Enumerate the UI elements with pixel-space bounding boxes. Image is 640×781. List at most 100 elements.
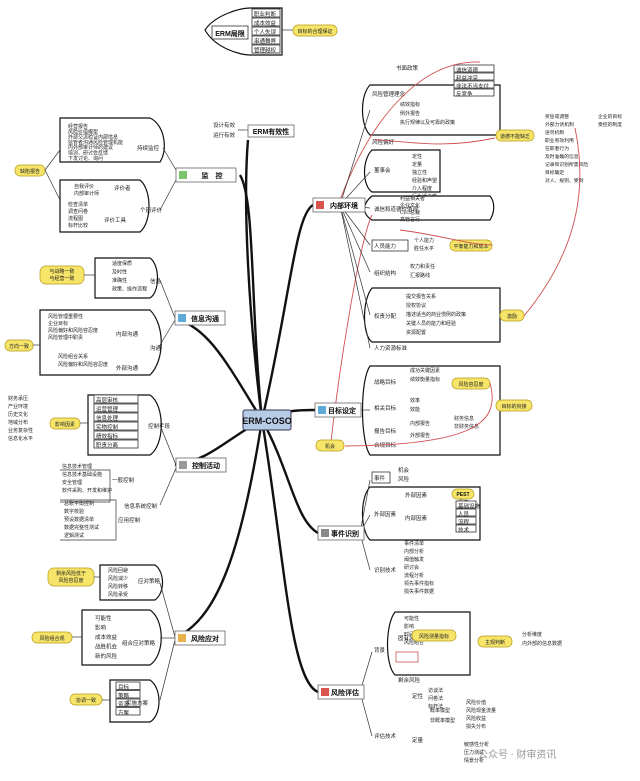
portfolio-strategy-label: 组合应对策略 bbox=[122, 639, 156, 647]
list-item: 提交报告关系 bbox=[406, 293, 436, 300]
list-item: 对人、规则、受制 bbox=[545, 177, 584, 184]
plan-note-bubble bbox=[69, 693, 103, 706]
limitsItems-box bbox=[251, 26, 281, 36]
portfolio-note-bubble bbox=[31, 631, 73, 644]
info-label: 信息 bbox=[150, 277, 162, 285]
info-alignment-note: 与战略一致与经营一致 bbox=[49, 268, 74, 282]
internal-comm-label: 内部沟通 bbox=[116, 330, 139, 338]
data-note: 内外部的信息数据 bbox=[522, 640, 562, 647]
list-item: 业务复杂性 bbox=[8, 427, 33, 434]
list-item: 职业有效利用 bbox=[545, 137, 574, 144]
alignment-note: 目标的衔接 bbox=[501, 403, 526, 410]
list-item: 风险组合关系 bbox=[58, 353, 88, 360]
list-item: 成本效益 bbox=[254, 19, 277, 27]
list-item: 影响 bbox=[95, 624, 107, 632]
list-item: 职业判断 bbox=[254, 10, 277, 18]
list-item: 压力测试 bbox=[464, 749, 484, 756]
direction-note-bubble bbox=[4, 339, 34, 352]
general-control-label: 一般控制 bbox=[112, 476, 135, 484]
effect-item-run: 运行有效 bbox=[213, 131, 236, 139]
list-item: 新的风险 bbox=[95, 652, 118, 660]
list-item: 外部交流验证内部信息 bbox=[68, 134, 118, 141]
incentive-note: 激励 bbox=[507, 313, 517, 320]
list-item: 历史文化 bbox=[8, 411, 28, 418]
list-item: 介入程度 bbox=[412, 185, 432, 192]
plan-note: 协调一致 bbox=[76, 697, 96, 704]
list-item: 策略 bbox=[118, 692, 130, 700]
risk-assessment-title[interactable]: 风险评估 bbox=[331, 688, 359, 697]
direction-note: 方向一致 bbox=[9, 343, 29, 350]
event-item-opportunity: 机会 bbox=[398, 466, 410, 474]
list-item: 绩效衡量指标 bbox=[410, 376, 440, 383]
analysis-dimension-note: 分析维度 bbox=[522, 631, 542, 638]
rspPlan-box bbox=[115, 707, 141, 716]
list-item: 效能 bbox=[410, 406, 420, 413]
watermark-text: 公众号 · 财审资讯 bbox=[478, 748, 556, 761]
list-item: 战胜机会 bbox=[95, 643, 118, 651]
list-item: 流程分析 bbox=[404, 572, 424, 579]
list-item: 反竞争 bbox=[456, 90, 473, 98]
authority-label: 权责分配 bbox=[374, 312, 397, 320]
objective-icon bbox=[318, 406, 326, 414]
list-item: 情景分析 bbox=[464, 757, 484, 764]
list-item: 可能性 bbox=[404, 615, 419, 622]
envBeh-box bbox=[453, 88, 495, 97]
external-factors-side: 外部因素 bbox=[374, 510, 397, 518]
list-item: 总账平衡控制 bbox=[64, 500, 94, 507]
list-item: 利益冲突 bbox=[456, 74, 479, 82]
related-objective-label: 相关目标 bbox=[374, 404, 397, 412]
list-item: 可能性 bbox=[95, 614, 112, 622]
risk-response-title[interactable]: 风险应对 bbox=[191, 634, 219, 643]
list-item: 风险现金流量 bbox=[466, 707, 496, 714]
internal-env-title[interactable]: 内部环境 bbox=[330, 201, 358, 210]
org-structure-label: 组织结构 bbox=[374, 269, 397, 277]
erm-effectiveness-title[interactable]: ERM有效性 bbox=[253, 127, 290, 136]
factor-note: 影响因素 bbox=[55, 421, 75, 428]
list-item: 阈值触发 bbox=[404, 556, 424, 563]
list-item: 信息技术基础设施 bbox=[62, 471, 102, 478]
event-identification-title[interactable]: 事件识别 bbox=[331, 529, 359, 538]
list-item: 技术 bbox=[458, 526, 470, 534]
list-item: 影响 bbox=[404, 623, 414, 630]
ctlTypes-box bbox=[93, 403, 139, 413]
implementation-plan-label: 实施方案 bbox=[126, 699, 149, 707]
control-activities-title[interactable]: 控制活动 bbox=[192, 461, 220, 470]
tolerance-note: 风险容忍度 bbox=[458, 381, 483, 388]
list-item: 敏感性分析 bbox=[464, 741, 489, 748]
list-item: 企业文化 bbox=[400, 202, 420, 209]
objective-setting-title[interactable]: 目标设定 bbox=[328, 406, 356, 415]
list-item: 运营管理 bbox=[96, 405, 119, 413]
list-item: 资源配置 bbox=[406, 329, 426, 336]
assessment-branch: 固有风险 剩余风险 背景 可能性影响时间跨度风险组合 风险测量指标 主观判断 分… bbox=[317, 611, 562, 764]
erm-limits-title[interactable]: ERM局限 bbox=[215, 29, 246, 38]
list-item: 定性 bbox=[412, 153, 422, 160]
list-item: 非概率模型 bbox=[430, 717, 455, 724]
monitoring-title[interactable]: 监 控 bbox=[202, 171, 223, 180]
evtInt-box bbox=[455, 508, 477, 517]
list-item: 风险偏好和风险容忍度 bbox=[48, 327, 98, 334]
center-node[interactable]: ERM-COSO bbox=[242, 409, 292, 431]
list-item: 研讨会 bbox=[404, 564, 419, 571]
portfolio-note: 风险组合观 bbox=[39, 635, 64, 642]
residual-risk-note: 剩余风险低于风险容忍度 bbox=[56, 570, 86, 584]
list-item: 管理越权 bbox=[254, 46, 277, 54]
info-comm-title[interactable]: 信息沟通 bbox=[191, 314, 220, 323]
list-item: 绩效指标 bbox=[96, 432, 119, 440]
list-item: 信息化水平 bbox=[8, 435, 33, 442]
list-item: 风险减少 bbox=[108, 575, 128, 582]
list-item: 逻辑测试 bbox=[64, 532, 84, 539]
